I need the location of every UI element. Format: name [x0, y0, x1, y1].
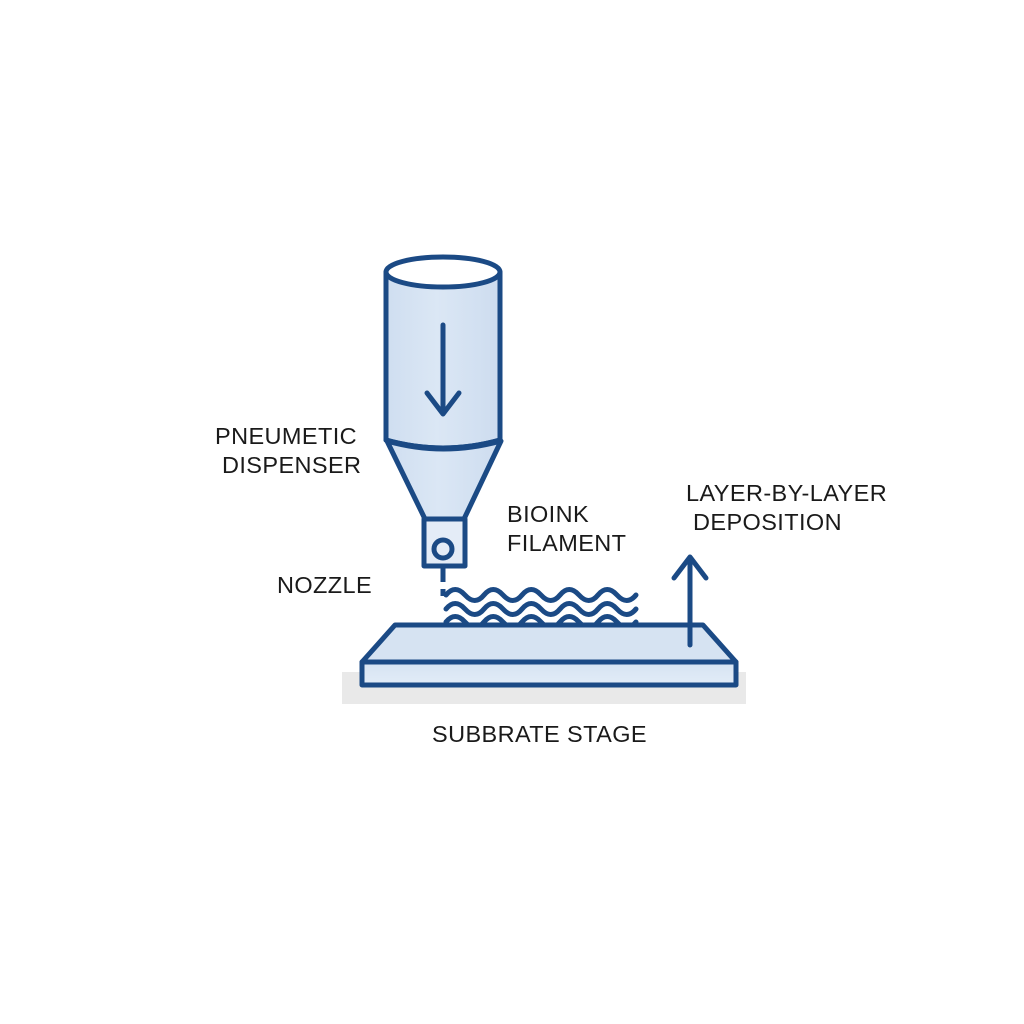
- label-pneumatic-dispenser: PNEUMETIC DISPENSER: [215, 423, 364, 478]
- label-bioink-filament: BIOINK FILAMENT: [507, 501, 626, 556]
- layer-build-up-arrow: [671, 554, 709, 648]
- label-substrate-stage-line1: SUBBRATE STAGE: [432, 721, 647, 747]
- substrate-stage-top-face: [359, 622, 739, 665]
- pressure-down-arrow: [424, 322, 462, 417]
- wavy-line-2: [443, 601, 639, 617]
- nozzle-orifice-ring: [431, 537, 455, 561]
- label-substrate-stage: SUBBRATE STAGE: [432, 721, 647, 747]
- label-bioink-filament-line1: BIOINK: [507, 501, 589, 527]
- dispenser-cone: [384, 438, 504, 522]
- label-layer-by-layer-deposition: LAYER-BY-LAYER DEPOSITION: [686, 480, 894, 535]
- wavy-line-1: [443, 587, 639, 603]
- label-nozzle-line1: NOZZLE: [277, 572, 372, 598]
- substrate-stage-front-face: [359, 659, 739, 688]
- label-layer-by-layer-line1: LAYER-BY-LAYER: [686, 480, 887, 506]
- label-layer-by-layer-line2: DEPOSITION: [693, 509, 842, 535]
- label-bioink-filament-line2: FILAMENT: [507, 530, 626, 556]
- label-pneumatic-dispenser-line1: PNEUMETIC: [215, 423, 357, 449]
- barrel-top-rim-ellipse: [383, 254, 503, 290]
- label-nozzle: NOZZLE: [277, 572, 372, 598]
- label-pneumatic-dispenser-line2: DISPENSER: [222, 452, 361, 478]
